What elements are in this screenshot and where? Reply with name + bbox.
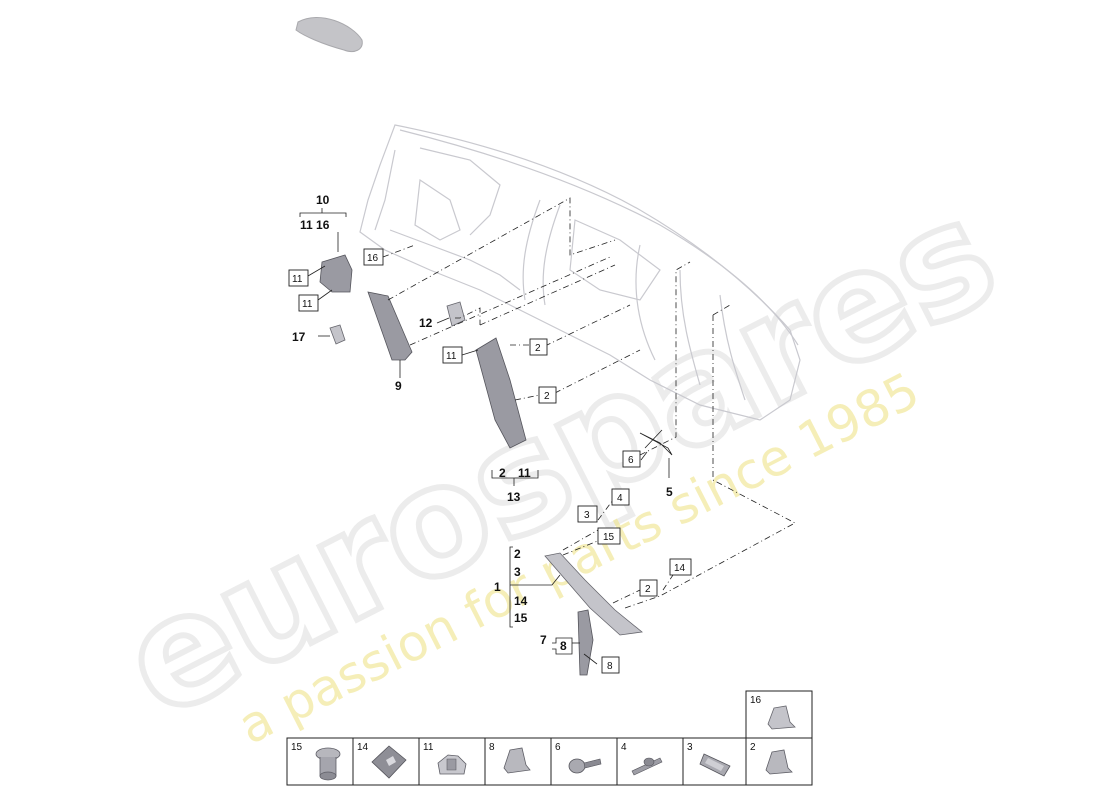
callout-box-11b bbox=[298, 294, 319, 312]
screw-icon bbox=[568, 758, 602, 774]
part-5-bracket bbox=[639, 429, 673, 456]
callout-2b: 2 bbox=[544, 391, 550, 402]
callout-box-6 bbox=[622, 450, 641, 468]
callout-13-2: 2 bbox=[499, 466, 506, 480]
legend-label-4: 4 bbox=[621, 742, 627, 753]
grommet-icon bbox=[315, 747, 341, 781]
callout-11b: 11 bbox=[302, 299, 313, 310]
callout-8b: 8 bbox=[607, 661, 613, 672]
callout-14: 14 bbox=[674, 563, 686, 574]
dashed-leader-lines bbox=[382, 197, 796, 609]
callout-box-11a bbox=[288, 269, 309, 287]
callout-box-4 bbox=[611, 488, 630, 506]
legend-label-14: 14 bbox=[357, 742, 369, 753]
bracket-clip-icon bbox=[437, 754, 467, 775]
callout-2c: 2 bbox=[645, 584, 651, 595]
leader-lines bbox=[299, 208, 670, 665]
watermark: eurospares a passion for parts since 198… bbox=[94, 163, 1024, 755]
foam-pad-icon bbox=[371, 745, 407, 779]
part-13-pillar-trim bbox=[475, 337, 527, 449]
legend-bottom-row: 15 14 11 8 6 bbox=[286, 737, 813, 786]
legend-label-11: 11 bbox=[423, 742, 434, 753]
fastener-icon bbox=[699, 753, 731, 777]
car-thumbnail-icon bbox=[295, 17, 363, 53]
legend-label-16: 16 bbox=[750, 695, 762, 706]
callout-box-16 bbox=[363, 248, 384, 266]
callout-box-2a bbox=[529, 338, 548, 356]
legend-label-2: 2 bbox=[750, 742, 756, 753]
callout-1-14: 14 bbox=[514, 594, 528, 608]
body-side-structure bbox=[359, 124, 801, 421]
callout-11-16: 11 16 bbox=[300, 218, 330, 232]
callout-1-15: 15 bbox=[514, 611, 528, 625]
clip-2-icon bbox=[765, 749, 793, 775]
callout-6: 6 bbox=[628, 455, 634, 466]
legend-label-3: 3 bbox=[687, 742, 693, 753]
legend-cell-4 bbox=[616, 737, 684, 786]
callout-2a: 2 bbox=[535, 343, 541, 354]
callout-15: 15 bbox=[603, 532, 615, 543]
bolt-icon bbox=[631, 757, 663, 776]
callout-1-3: 3 bbox=[514, 565, 521, 579]
callout-box-11c bbox=[442, 346, 463, 364]
callout-4: 4 bbox=[617, 493, 623, 504]
callouts: 10 11 16 16 11 11 17 9 12 11 2 2 6 5 2 1… bbox=[288, 193, 692, 674]
callout-5: 5 bbox=[666, 485, 673, 499]
callout-9: 9 bbox=[395, 379, 402, 393]
callout-16: 16 bbox=[367, 253, 379, 264]
callout-box-14 bbox=[669, 558, 692, 576]
callout-11a: 11 bbox=[292, 274, 303, 285]
clip-8-icon bbox=[503, 747, 531, 774]
callout-box-2c bbox=[639, 579, 658, 597]
legend-label-15: 15 bbox=[291, 742, 303, 753]
callout-1: 1 bbox=[494, 580, 501, 594]
callout-8a: 8 bbox=[560, 639, 567, 653]
callout-box-8b bbox=[601, 656, 620, 674]
part-17-clip bbox=[329, 324, 346, 345]
legend-label-6: 6 bbox=[555, 742, 561, 753]
callout-box-2b bbox=[538, 386, 557, 404]
part-9-trim bbox=[367, 291, 413, 361]
callout-1-2: 2 bbox=[514, 547, 521, 561]
callout-box-3 bbox=[577, 505, 598, 523]
callout-3: 3 bbox=[584, 510, 590, 521]
callout-12: 12 bbox=[419, 316, 433, 330]
watermark-brand: eurospares bbox=[97, 166, 1021, 752]
legend-label-8: 8 bbox=[489, 742, 495, 753]
part-1-pillar-trim bbox=[544, 552, 643, 636]
callout-box-15 bbox=[597, 527, 621, 545]
legend-cell-6 bbox=[550, 737, 618, 786]
part-12-clip bbox=[446, 301, 466, 327]
callout-17: 17 bbox=[292, 330, 306, 344]
callout-11c: 11 bbox=[446, 351, 457, 362]
callout-13-11: 11 bbox=[518, 466, 531, 480]
callout-7: 7 bbox=[540, 633, 547, 647]
part-7-trim bbox=[577, 609, 594, 676]
part-10-bracket bbox=[319, 254, 353, 293]
clip-16-icon bbox=[767, 705, 796, 730]
callout-10: 10 bbox=[316, 193, 330, 207]
legend-table: 16 15 14 11 8 bbox=[286, 690, 813, 786]
callout-13: 13 bbox=[507, 490, 521, 504]
